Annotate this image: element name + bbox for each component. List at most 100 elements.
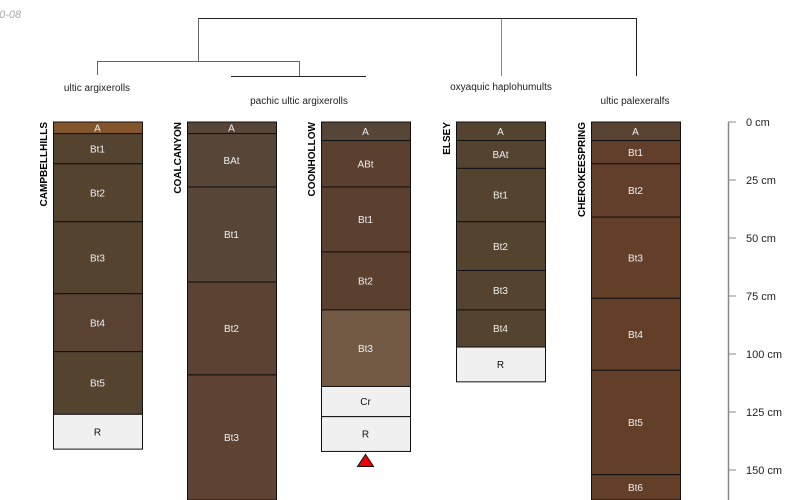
horizon-block: [53, 413, 143, 450]
horizon-label: Bt4: [90, 318, 105, 329]
horizon: A: [591, 121, 681, 142]
horizon: Bt2: [53, 163, 143, 223]
horizon: Bt3: [187, 374, 277, 500]
horizon-label: A: [632, 127, 639, 138]
horizon-block: [591, 216, 681, 299]
axis-tick-label: 150 cm: [746, 465, 782, 477]
horizon-label: R: [94, 427, 101, 438]
horizon: Bt1: [187, 186, 277, 283]
horizon-block: [53, 133, 143, 165]
horizon-label: Bt1: [224, 230, 239, 241]
horizon-label: BAt: [492, 150, 508, 161]
axis-tick-label: 125 cm: [746, 407, 782, 419]
dendrogram-branch-root: [198, 18, 637, 76]
horizon: Bt3: [456, 269, 546, 311]
horizon-label: Bt5: [90, 379, 105, 390]
horizon-label: R: [497, 360, 504, 371]
taxon-label: ultic argixerolls: [64, 83, 130, 94]
horizon: Bt5: [53, 351, 143, 415]
horizon: R: [321, 416, 411, 452]
horizon: BAt: [187, 133, 277, 188]
horizon: Bt5: [591, 369, 681, 476]
axis-tick-label: 0 cm: [746, 117, 770, 129]
horizon: A: [53, 121, 143, 134]
axis-tick-label: 50 cm: [746, 233, 776, 245]
horizon: Bt1: [591, 140, 681, 165]
horizon: Bt4: [456, 309, 546, 348]
horizon-label: Bt2: [493, 242, 508, 253]
horizon-label: Bt2: [628, 186, 643, 197]
horizon: Bt2: [187, 281, 277, 376]
horizon-label: A: [94, 123, 101, 134]
bedrock-triangle-icon: [356, 453, 375, 467]
profile-name: CAMPBELLHILLS: [39, 122, 50, 207]
horizon: R: [53, 413, 143, 450]
horizon-label: Bt4: [493, 324, 508, 335]
horizon: Bt4: [53, 293, 143, 353]
horizon: Bt3: [591, 216, 681, 299]
horizon: Bt3: [321, 309, 411, 387]
profile-name: CHEROKEESPRING: [577, 122, 588, 217]
horizon: Bt1: [456, 167, 546, 223]
horizon-label: Bt1: [628, 148, 643, 159]
horizon-label: Bt1: [90, 144, 105, 155]
horizon-block: [456, 140, 546, 169]
horizon-block: [187, 281, 277, 376]
horizon: Bt1: [53, 133, 143, 165]
horizon: Cr: [321, 385, 411, 418]
horizon: Bt4: [591, 297, 681, 371]
horizon-label: Bt3: [493, 286, 508, 297]
dendrogram: [97, 18, 637, 77]
horizon-label: A: [497, 127, 504, 138]
horizon-label: R: [362, 430, 369, 441]
horizon-label: Bt3: [358, 344, 373, 355]
horizon-block: [591, 297, 681, 371]
horizon-label: Bt1: [358, 215, 373, 226]
horizon-label: BAt: [223, 156, 239, 167]
depth-axis: 0 cm 25 cm 50 cm 75 cm 100 cm 125 cm 150 cm: [727, 117, 782, 500]
axis-tick-label: 75 cm: [746, 291, 776, 303]
horizon-block: [321, 385, 411, 418]
horizon: Bt6: [591, 474, 681, 500]
profile-name: COALCANYON: [173, 122, 184, 194]
date-fragment: 10-08: [0, 9, 22, 21]
horizon: Bt3: [53, 221, 143, 295]
dendrogram-branch-argixerolls: [97, 61, 300, 76]
horizon-label: Bt3: [628, 253, 643, 264]
horizon: A: [321, 121, 411, 142]
horizon-block: [456, 167, 546, 223]
horizon-block: [321, 186, 411, 253]
horizon-label: Bt3: [224, 433, 239, 444]
horizon-block: [456, 221, 546, 271]
horizon-label: Bt3: [90, 253, 105, 264]
horizon: A: [187, 121, 277, 134]
horizon-block: [591, 474, 681, 500]
taxon-label: pachic ultic argixerolls: [250, 96, 348, 107]
horizon-label: Bt1: [493, 191, 508, 202]
profile-name: ELSEY: [442, 122, 453, 155]
axis-tick-label: 25 cm: [746, 175, 776, 187]
horizon-block: [187, 186, 277, 283]
horizon: BAt: [456, 140, 546, 169]
horizon-label: Bt2: [90, 188, 105, 199]
horizon-label: Bt4: [628, 330, 643, 341]
horizon-block: [53, 163, 143, 223]
horizon: Bt2: [591, 163, 681, 218]
axis-tick-label: 100 cm: [746, 349, 782, 361]
horizon: Bt1: [321, 186, 411, 253]
taxon-label: oxyaquic haplohumults: [450, 82, 552, 93]
horizon-label: Bt2: [358, 277, 373, 288]
horizon: ABt: [321, 140, 411, 188]
horizon-label: Bt6: [628, 483, 643, 494]
horizon: R: [456, 346, 546, 383]
horizon-block: [321, 416, 411, 452]
horizon-block: [591, 163, 681, 218]
taxon-label: ultic palexeralfs: [601, 96, 670, 107]
horizon-block: [456, 269, 546, 311]
horizon-block: [187, 374, 277, 500]
